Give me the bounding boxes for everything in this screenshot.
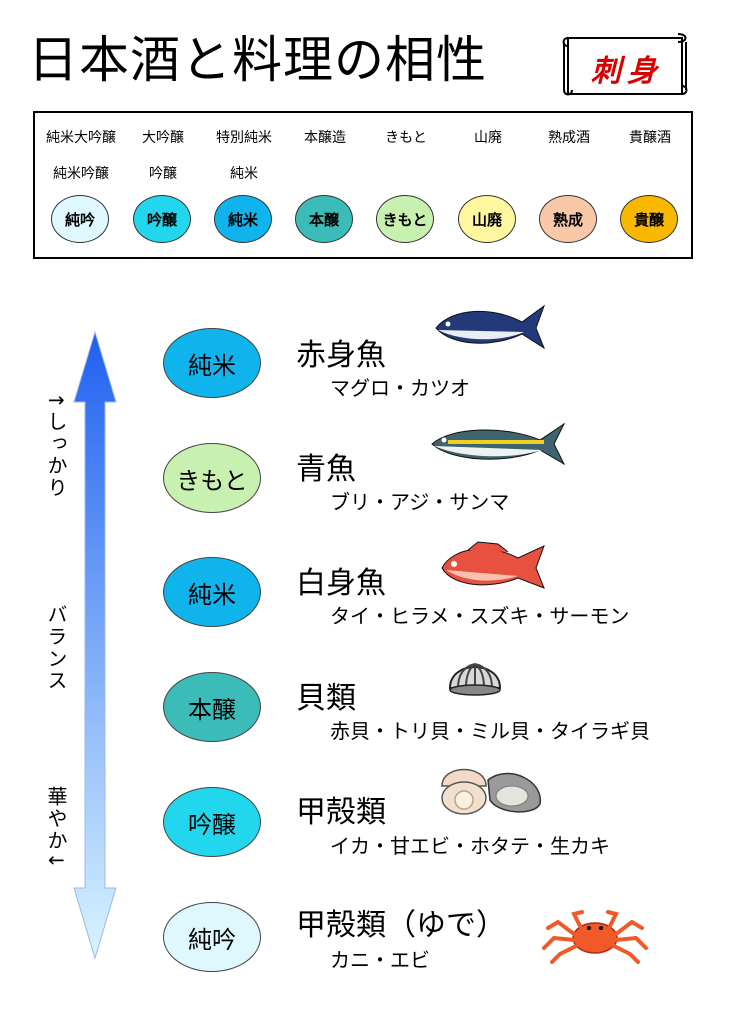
category-examples: マグロ・カツオ [330, 376, 470, 400]
legend-box: 純米大吟醸 純米吟醸 純吟 大吟醸 吟醸 吟醸 特別純米 純米 純米 本醸造 本… [33, 111, 693, 259]
legend-name-secondary: 純米吟醸 [53, 166, 109, 182]
category-examples: ブリ・アジ・サンマ [330, 490, 510, 514]
sake-badge: 純米 [163, 557, 261, 627]
tuna-icon [435, 304, 546, 350]
legend-name: 熟成酒 [548, 130, 590, 146]
legend-badge: 山廃 [458, 195, 516, 243]
scale-label-strong: ↑しっかり [44, 392, 68, 499]
legend-name-secondary: 純米 [230, 166, 258, 182]
legend-badge: 熟成 [539, 195, 597, 243]
sake-badge: きもと [163, 443, 261, 513]
legend-name: 大吟醸 [142, 130, 184, 146]
category-title: 甲殻類（ゆで） [296, 908, 506, 943]
category-examples: イカ・甘エビ・ホタテ・生カキ [330, 834, 610, 858]
legend-badge: 吟醸 [133, 195, 191, 243]
scale-label-aromatic: 華やか↓ [44, 786, 68, 871]
sake-badge: 吟醸 [163, 787, 261, 857]
yellowtail-icon [431, 422, 566, 466]
legend-badge: 純米 [214, 195, 272, 243]
legend-name: きもと [385, 130, 427, 146]
legend-name: 本醸造 [304, 130, 346, 146]
sake-badge: 純米 [163, 328, 261, 398]
legend-name: 貴醸酒 [629, 130, 671, 146]
legend-name: 純米大吟醸 [46, 130, 116, 146]
sea-bream-icon [441, 541, 545, 589]
category-title: 貝類 [296, 681, 356, 716]
scale-arrow [73, 330, 117, 960]
scroll-banner [562, 33, 688, 96]
category-title: 白身魚 [296, 566, 386, 601]
crab-icon [542, 910, 648, 964]
legend-name-secondary: 吟醸 [149, 166, 177, 182]
legend-name: 山廃 [474, 130, 502, 146]
category-title: 青魚 [296, 452, 356, 487]
category-examples: 赤貝・トリ貝・ミル貝・タイラギ貝 [330, 719, 650, 743]
clam-icon [448, 663, 502, 696]
scale-label-balance: バランス [44, 604, 68, 692]
sake-badge: 純吟 [163, 902, 261, 972]
legend-badge: きもと [376, 195, 434, 243]
legend-name: 特別純米 [216, 130, 272, 146]
category-examples: タイ・ヒラメ・スズキ・サーモン [330, 604, 630, 628]
category-title: 甲殻類 [296, 795, 386, 830]
sake-badge: 本醸 [163, 672, 261, 742]
scroll-label: 刺身 [591, 54, 663, 89]
category-examples: カニ・エビ [330, 948, 430, 972]
legend-badge: 本醸 [295, 195, 353, 243]
category-title: 赤身魚 [296, 338, 386, 373]
legend-badge: 純吟 [51, 195, 109, 243]
scallop-oyster-icon [441, 768, 541, 815]
legend-badge: 貴醸 [620, 195, 678, 243]
page-title: 日本酒と料理の相性 [28, 31, 487, 89]
